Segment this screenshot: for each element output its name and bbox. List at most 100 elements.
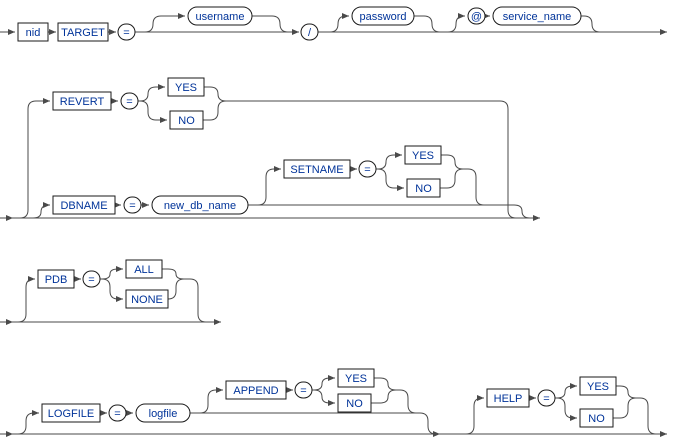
variable-label: password	[359, 11, 406, 23]
connector	[329, 13, 349, 33]
keyword-label: NO	[346, 398, 363, 410]
operator-box	[123, 196, 142, 214]
operator-equals-setname: =	[358, 160, 377, 178]
keyword-label: NO	[178, 115, 195, 127]
keyword-label: YES	[345, 373, 367, 385]
keyword-box	[337, 368, 375, 388]
keyword-label: YES	[412, 150, 434, 162]
keyword-revert: REVERT	[52, 91, 112, 111]
keyword-label: HELP	[494, 393, 523, 405]
operator-label: =	[126, 96, 132, 108]
keyword-box	[579, 408, 614, 428]
connector	[447, 13, 465, 33]
variable-oval	[187, 6, 253, 26]
operator-box	[537, 389, 556, 407]
row1-connectors	[0, 13, 667, 35]
keyword-revert-yes: YES	[167, 77, 205, 97]
operator-box	[108, 404, 127, 422]
keyword-append-no: NO	[337, 393, 372, 413]
variable-oval	[351, 6, 415, 26]
keyword-box	[52, 195, 116, 215]
keyword-box	[486, 388, 530, 408]
keyword-append-yes: YES	[337, 368, 375, 388]
keyword-label: YES	[587, 381, 609, 393]
keyword-target: TARGET	[57, 22, 109, 42]
keyword-label: NONE	[131, 294, 163, 306]
keyword-label: SETNAME	[290, 164, 343, 176]
connector	[490, 204, 531, 219]
connector	[17, 410, 39, 435]
connector	[419, 412, 437, 435]
connector	[144, 13, 185, 33]
keyword-box	[125, 289, 169, 309]
keyword-box	[337, 393, 372, 413]
keyword-box	[283, 159, 351, 179]
keyword-pdb-all: ALL	[125, 259, 163, 279]
connector	[32, 202, 50, 219]
keyword-box	[167, 77, 205, 97]
connector	[465, 395, 484, 435]
operator-equals-revert: =	[120, 92, 139, 110]
keyword-label: DBNAME	[60, 200, 107, 212]
variable-service-name: service_name	[492, 6, 582, 26]
connector	[204, 86, 227, 102]
connector	[376, 168, 404, 191]
operator-equals-pdb: =	[82, 270, 101, 288]
connector	[162, 268, 185, 280]
keyword-box	[52, 91, 112, 111]
operator-box	[467, 7, 486, 25]
keyword-label: YES	[175, 82, 197, 94]
keyword-box	[41, 403, 101, 423]
variable-logfile: logfile	[135, 403, 191, 423]
connector	[396, 389, 417, 414]
variable-oval	[492, 6, 582, 26]
variable-label: username	[196, 11, 245, 23]
connector	[376, 152, 402, 170]
operator-box	[294, 381, 313, 399]
connector	[371, 389, 397, 404]
keyword-box	[125, 259, 163, 279]
operator-label: @	[471, 11, 482, 23]
keyword-label: TARGET	[61, 27, 105, 39]
operator-equals: =	[117, 23, 136, 41]
connector	[19, 98, 50, 219]
variable-label: new_db_name	[164, 200, 236, 212]
operator-equals-logfile: =	[108, 404, 127, 422]
operator-box	[82, 270, 101, 288]
operator-box	[300, 23, 319, 41]
operator-label: =	[129, 200, 135, 212]
connector	[414, 15, 441, 33]
variable-username: username	[187, 6, 253, 26]
operator-equals-dbname: =	[123, 196, 142, 214]
connector	[138, 84, 165, 102]
variable-oval	[135, 403, 191, 423]
connector	[463, 168, 485, 206]
keyword-box	[57, 22, 109, 42]
connector	[167, 278, 185, 300]
operator-label: =	[123, 27, 129, 39]
keyword-label: NO	[415, 183, 432, 195]
connector	[636, 397, 657, 435]
keyword-help: HELP	[486, 388, 530, 408]
keyword-label: REVERT	[60, 96, 105, 108]
connector	[616, 385, 637, 399]
keyword-box	[406, 178, 441, 198]
keyword-help-yes: YES	[579, 376, 617, 396]
variable-label: logfile	[149, 408, 178, 420]
operator-label: =	[543, 393, 549, 405]
keyword-label: APPEND	[233, 385, 278, 397]
keyword-setname-no: NO	[406, 178, 441, 198]
keyword-box	[404, 145, 442, 165]
keyword-revert-no: NO	[169, 110, 204, 130]
connector	[138, 100, 167, 123]
logfile-help-connectors	[0, 375, 667, 437]
connector	[199, 387, 223, 414]
keyword-label: NO	[588, 413, 605, 425]
connector	[17, 276, 35, 323]
connector	[441, 154, 464, 170]
connector	[203, 100, 227, 121]
keyword-pdb: PDB	[37, 269, 75, 289]
operator-label: =	[364, 164, 370, 176]
